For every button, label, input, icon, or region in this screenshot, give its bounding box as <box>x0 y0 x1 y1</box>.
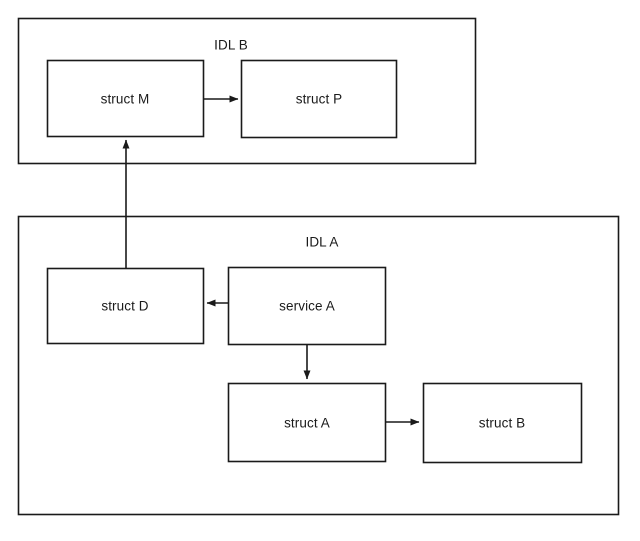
node-label-struct-a: struct A <box>284 415 330 431</box>
group-label-idl-b: IDL B <box>214 37 248 53</box>
node-label-struct-b: struct B <box>478 415 526 431</box>
group-frame-idl-a <box>17 215 620 516</box>
node-label-struct-m: struct M <box>100 91 150 107</box>
node-box-struct-d[interactable] <box>46 267 205 345</box>
node-box-struct-b[interactable] <box>422 382 583 464</box>
node-box-struct-a[interactable] <box>227 382 387 463</box>
group-frame-idl-b <box>17 17 477 165</box>
node-box-struct-m[interactable] <box>46 59 205 138</box>
node-box-struct-p[interactable] <box>240 59 398 139</box>
node-label-service-a: service A <box>279 298 335 314</box>
node-box-service-a[interactable] <box>227 266 387 346</box>
node-label-struct-d: struct D <box>101 298 149 314</box>
group-label-idl-a: IDL A <box>305 234 339 250</box>
node-label-struct-p: struct P <box>295 91 343 107</box>
